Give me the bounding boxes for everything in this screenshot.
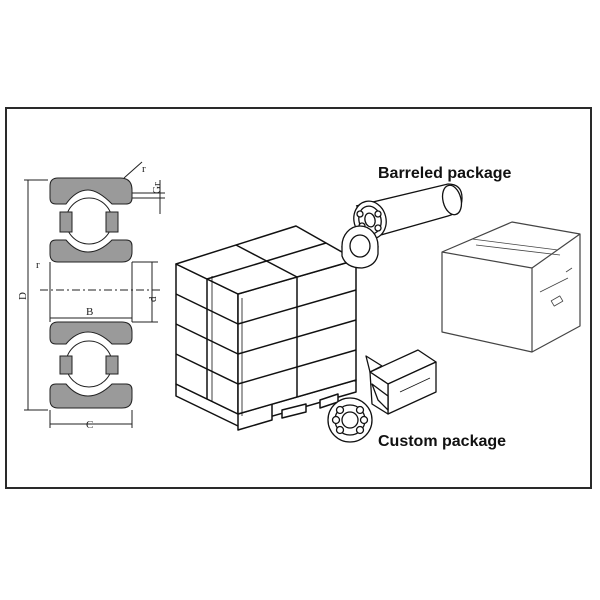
- bearing-cross-section: [24, 161, 165, 428]
- barreled-package-label: Barreled package: [378, 165, 512, 182]
- b-label: B: [86, 306, 93, 318]
- barreled-package-illustration: [341, 183, 463, 269]
- custom-package-illustration: [327, 349, 437, 443]
- d-outer-label: D: [17, 292, 29, 300]
- r-top-label: r: [142, 163, 146, 175]
- c-label: C: [86, 419, 93, 431]
- custom-package-label: Custom package: [378, 433, 506, 450]
- cardboard-carton-illustration: [441, 221, 581, 353]
- gr-label: Gr: [151, 182, 163, 194]
- d-inner-label: d: [147, 296, 159, 302]
- r-side-label: r: [36, 259, 40, 271]
- pallet-boxes-illustration: [175, 225, 357, 431]
